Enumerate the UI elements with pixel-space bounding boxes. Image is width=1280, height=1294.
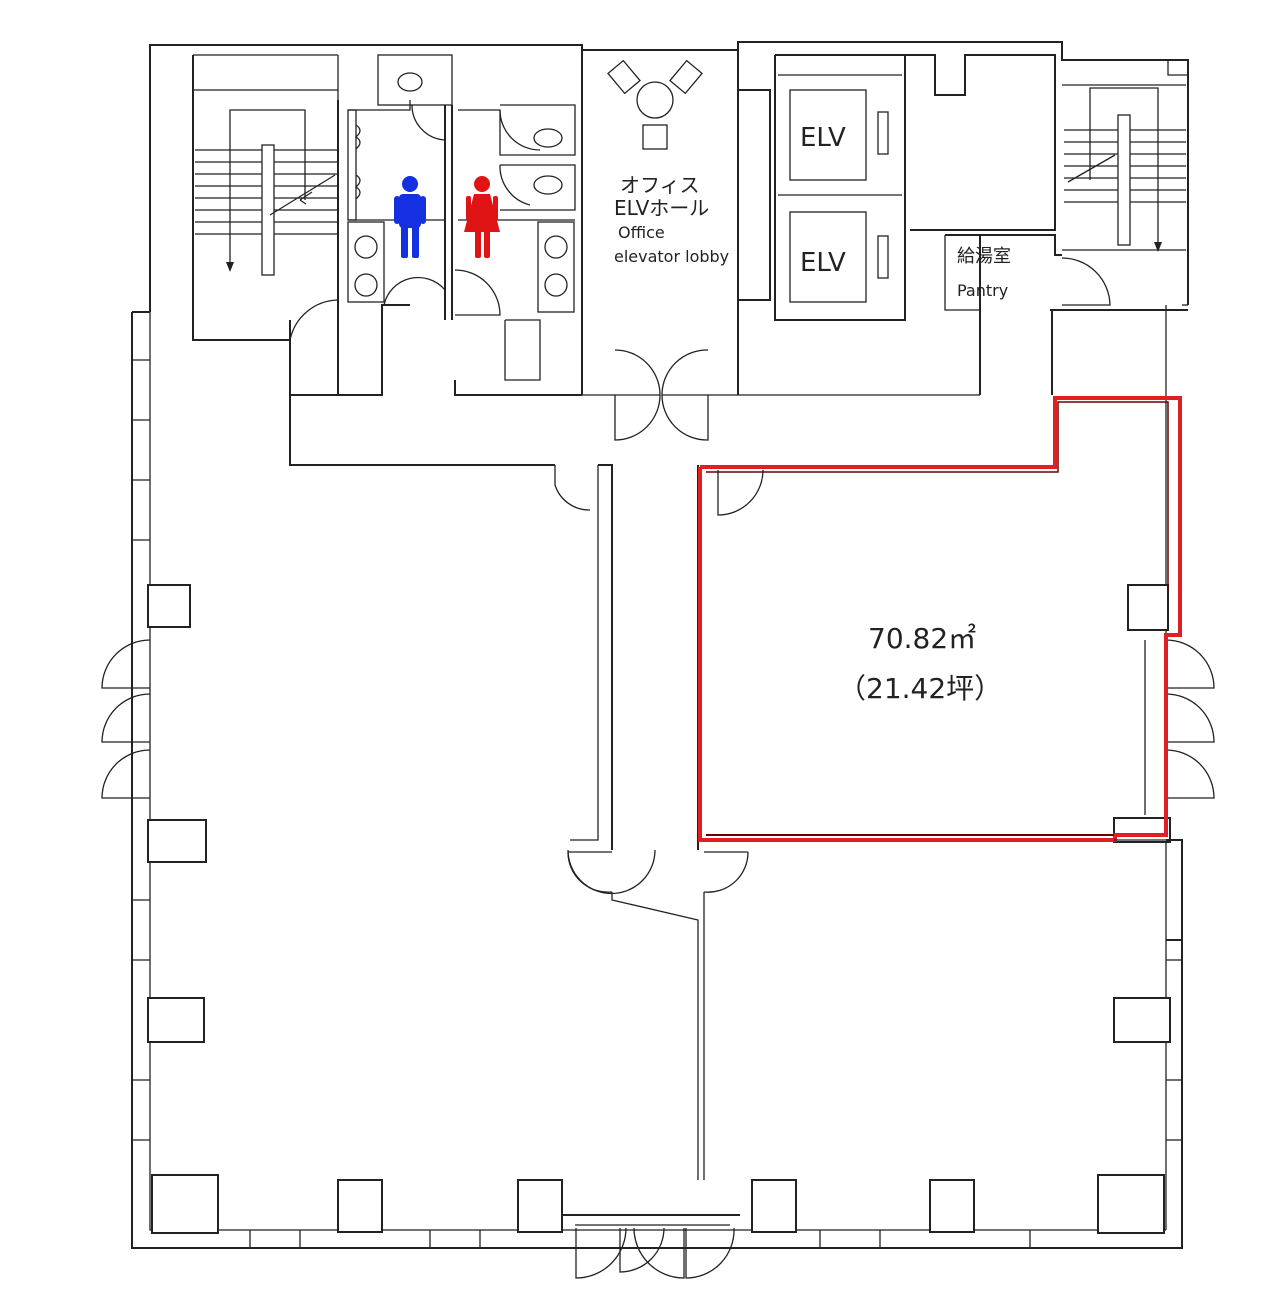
elevator-2-label: ELV — [800, 248, 846, 278]
west-doors — [101, 639, 151, 799]
lounge-chairs-icon — [607, 59, 703, 150]
office-lobby-label-ja-1: オフィス — [620, 173, 700, 197]
unit-area-sqm: 70.82㎡ — [868, 622, 976, 655]
elevators — [738, 54, 906, 321]
columns — [147, 584, 1171, 1234]
stair-west — [192, 54, 339, 341]
elevator-1-label: ELV — [800, 123, 846, 153]
pantry-label-en: Pantry — [957, 281, 1008, 300]
male-restroom-icon — [394, 176, 426, 258]
office-lobby-label-en-2: elevator lobby — [614, 247, 729, 266]
elevator-lobby — [582, 42, 980, 441]
pantry-label-ja: 給湯室 — [957, 246, 1011, 267]
corridor — [289, 299, 749, 1180]
office-lobby-label-en-1: Office — [618, 223, 665, 242]
female-restroom-icon — [464, 176, 500, 258]
leasable-unit-highlight — [698, 396, 1182, 842]
pantry-area — [905, 54, 1188, 395]
south-entrance — [562, 1214, 740, 1279]
office-lobby-label-ja-2: ELVホール — [614, 196, 709, 220]
restrooms — [337, 50, 583, 396]
unit-area-tsubo: （21.42坪） — [838, 672, 1002, 705]
window-mullions — [132, 359, 1182, 1248]
stair-east — [1062, 59, 1189, 252]
east-doors — [1165, 639, 1215, 799]
